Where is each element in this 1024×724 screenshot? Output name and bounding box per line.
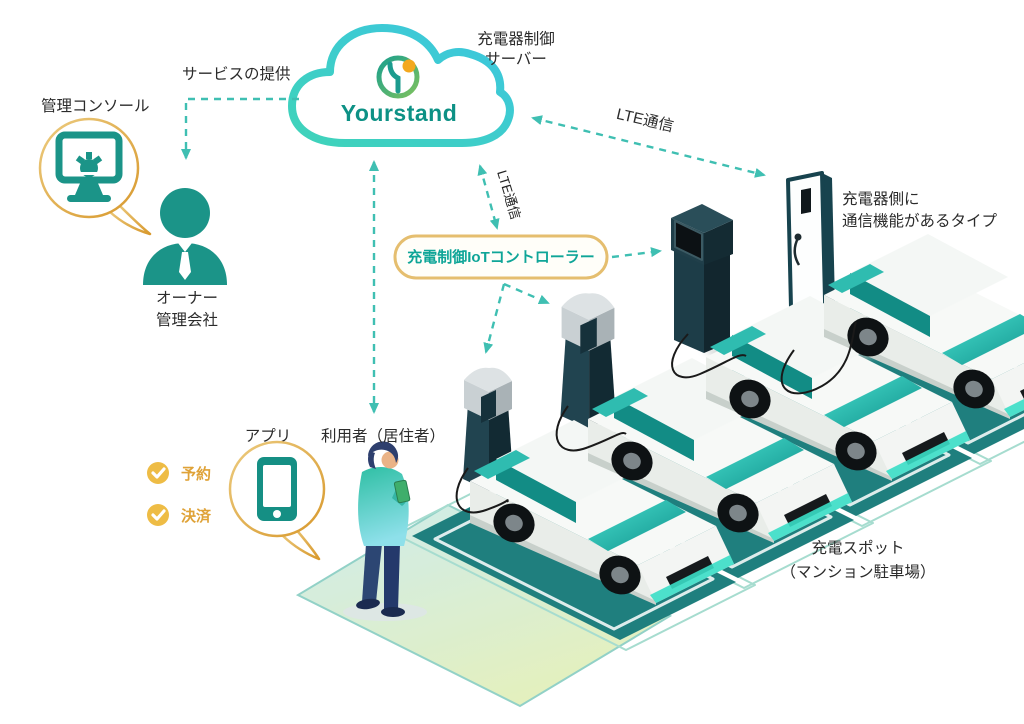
charging-cables — [455, 321, 857, 514]
check-icon — [147, 504, 169, 526]
cable-2 — [555, 405, 627, 452]
service-arrow — [181, 97, 299, 160]
owner-label-line1: オーナー — [156, 290, 218, 307]
network-arrows — [181, 97, 766, 414]
lte-label-charger: LTE通信 — [615, 105, 676, 136]
smartphone-icon — [257, 457, 297, 521]
yourstand-logo-icon — [376, 55, 420, 99]
monitor-gear-icon — [55, 131, 123, 202]
owner-label-line2: 管理会社 — [156, 311, 218, 329]
console-bubble — [38, 117, 152, 236]
feature-reserve-label: 予約 — [181, 465, 211, 483]
charger-note-line1: 充電器側に — [842, 190, 920, 208]
spot-label-line1: 充電スポット — [811, 539, 904, 557]
resident-illustration — [343, 441, 427, 621]
user-label: 利用者（居住者） — [321, 427, 445, 445]
check-icon — [147, 462, 169, 484]
charger-note-line2: 通信機能があるタイプ — [842, 212, 998, 230]
spot-label-line2: （マンション駐車場） — [780, 563, 935, 581]
app-bubble — [228, 440, 326, 561]
console-label: 管理コンソール — [41, 97, 150, 115]
service-label: サービスの提供 — [182, 65, 291, 83]
feature-payment: 決済 — [147, 504, 212, 526]
cable-4 — [780, 321, 857, 395]
brand-wordmark: Yourstand — [341, 100, 458, 126]
cable-1 — [455, 467, 509, 514]
controller-to-charger3-arrow — [611, 247, 662, 259]
app-label: アプリ — [245, 427, 292, 445]
feature-reserve: 予約 — [147, 462, 211, 484]
owner-person-icon — [143, 188, 227, 285]
server-cloud: Yourstand — [288, 24, 514, 147]
lte-label-controller: LTE通信 — [494, 168, 523, 221]
iot-controller-label: 充電制御IoTコントローラー — [407, 248, 595, 266]
controller-to-charger2-arrow — [503, 282, 550, 305]
lte-arrow-controller — [477, 164, 500, 230]
feature-payment-label: 決済 — [181, 507, 212, 525]
phone-in-hand — [393, 479, 411, 504]
server-label-line2: サーバー — [485, 51, 547, 68]
iot-controller-pill: 充電制御IoTコントローラー — [393, 234, 609, 280]
server-label-line1: 充電器制御 — [477, 30, 555, 48]
controller-to-charger1-arrow — [483, 283, 506, 354]
lte-arrow-charger — [531, 115, 766, 178]
cable-3 — [671, 333, 747, 379]
